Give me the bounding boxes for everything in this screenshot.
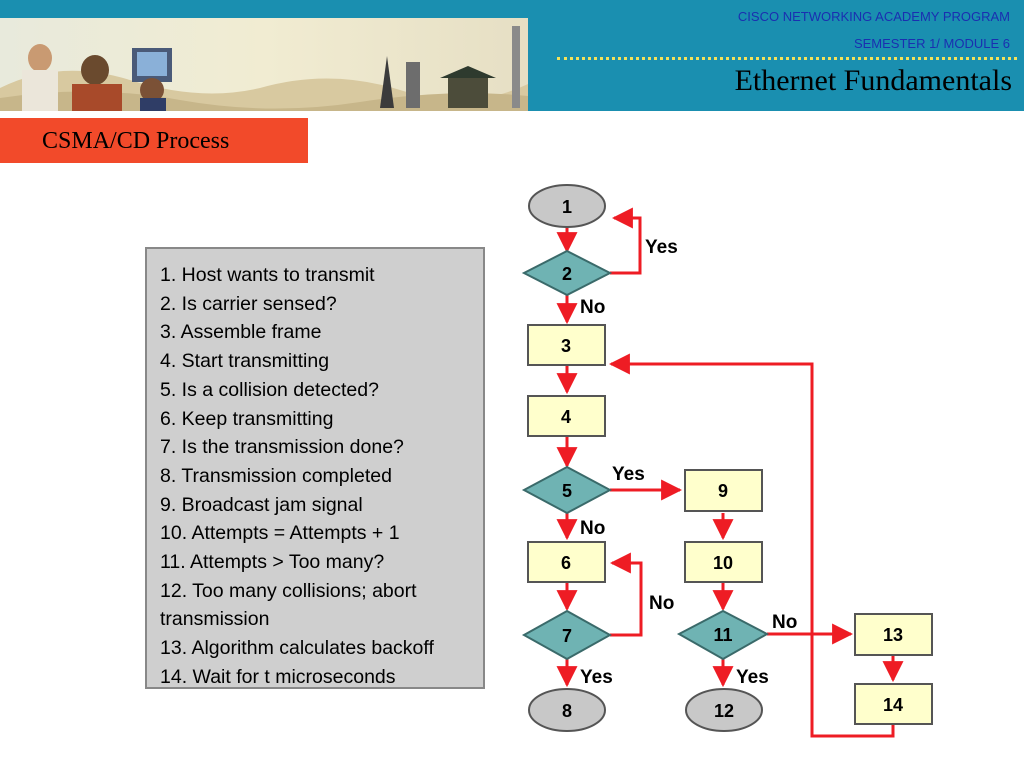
step-2: 2. Is carrier sensed? — [160, 292, 337, 315]
node-7-label: 7 — [562, 626, 572, 646]
program-name: CISCO NETWORKING ACADEMY PROGRAM — [737, 9, 1010, 24]
node-10-label: 10 — [713, 553, 733, 573]
node-5-no-label: No — [580, 518, 605, 539]
node-2-no-label: No — [580, 297, 605, 318]
node-11-yes-label: Yes — [736, 667, 769, 688]
node-8-label: 8 — [562, 701, 572, 721]
step-10: 10. Attempts = Attempts + 1 — [160, 522, 400, 545]
node-4-process — [527, 395, 606, 437]
node-10-process — [684, 541, 763, 583]
node-3-label: 3 — [561, 336, 571, 356]
step-6: 6. Keep transmitting — [160, 407, 334, 430]
node-5-decision — [521, 465, 613, 515]
semester-module: SEMESTER 1/ MODULE 6 — [853, 36, 1010, 51]
step-3: 3. Assemble frame — [160, 321, 322, 344]
node-3-process — [527, 324, 606, 366]
section-title-tab: CSMA/CD Process — [0, 118, 308, 163]
node-1-label: 1 — [562, 197, 572, 217]
step-1: 1. Host wants to transmit — [160, 264, 375, 286]
node-14-label: 14 — [883, 695, 903, 715]
step-9: 9. Broadcast jam signal — [160, 493, 363, 516]
node-6-label: 6 — [561, 553, 571, 573]
header-banner: CISCO NETWORKING ACADEMY PROGRAM SEMESTE… — [0, 0, 1024, 111]
section-title: CSMA/CD Process — [42, 128, 230, 154]
node-4-label: 4 — [561, 407, 571, 427]
node-2-label: 2 — [562, 264, 572, 284]
node-13-label: 13 — [883, 625, 903, 645]
flow-arrows — [556, 207, 904, 738]
node-7-decision — [521, 609, 613, 661]
node-5-yes-label: Yes — [612, 464, 645, 485]
step-13: 13. Algorithm calculates backoff — [160, 637, 434, 660]
node-7-yes-label: Yes — [580, 667, 613, 688]
step-5: 5. Is a collision detected? — [160, 378, 379, 401]
node-13-process — [854, 613, 933, 656]
node-11-no-label: No — [772, 612, 797, 633]
steps-legend: 1. Host wants to transmit 2. Is carrier … — [145, 247, 485, 689]
node-5-label: 5 — [562, 481, 572, 501]
header-divider — [557, 57, 1017, 60]
step-12-continued: transmission — [160, 608, 270, 631]
node-2-yes-label: Yes — [645, 237, 678, 258]
step-11: 11. Attempts > Too many? — [160, 551, 385, 574]
arrow-2-loop-yes — [610, 207, 642, 275]
node-1-start — [528, 184, 606, 228]
step-4: 4. Start transmitting — [160, 350, 330, 373]
node-12-end — [685, 688, 763, 732]
node-9-process — [684, 469, 763, 512]
step-8: 8. Transmission completed — [160, 464, 392, 487]
page-title: Ethernet Fundamentals — [734, 64, 1012, 97]
node-7-no-label: No — [649, 593, 674, 614]
node-6-process — [527, 541, 606, 583]
arrow-14-3-return — [608, 353, 895, 738]
node-11-label: 11 — [713, 625, 732, 645]
step-14: 14. Wait for t microseconds — [160, 665, 396, 688]
header-illustration — [0, 18, 528, 111]
node-9-label: 9 — [718, 481, 728, 501]
node-14-process — [854, 683, 933, 725]
node-12-label: 12 — [714, 701, 734, 721]
arrow-7-loop-no — [609, 552, 643, 637]
step-12: 12. Too many collisions; abort — [160, 579, 417, 602]
step-7: 7. Is the transmission done? — [160, 436, 404, 459]
node-2-decision — [521, 249, 613, 297]
node-11-decision — [676, 609, 770, 661]
node-8-end — [528, 688, 606, 732]
